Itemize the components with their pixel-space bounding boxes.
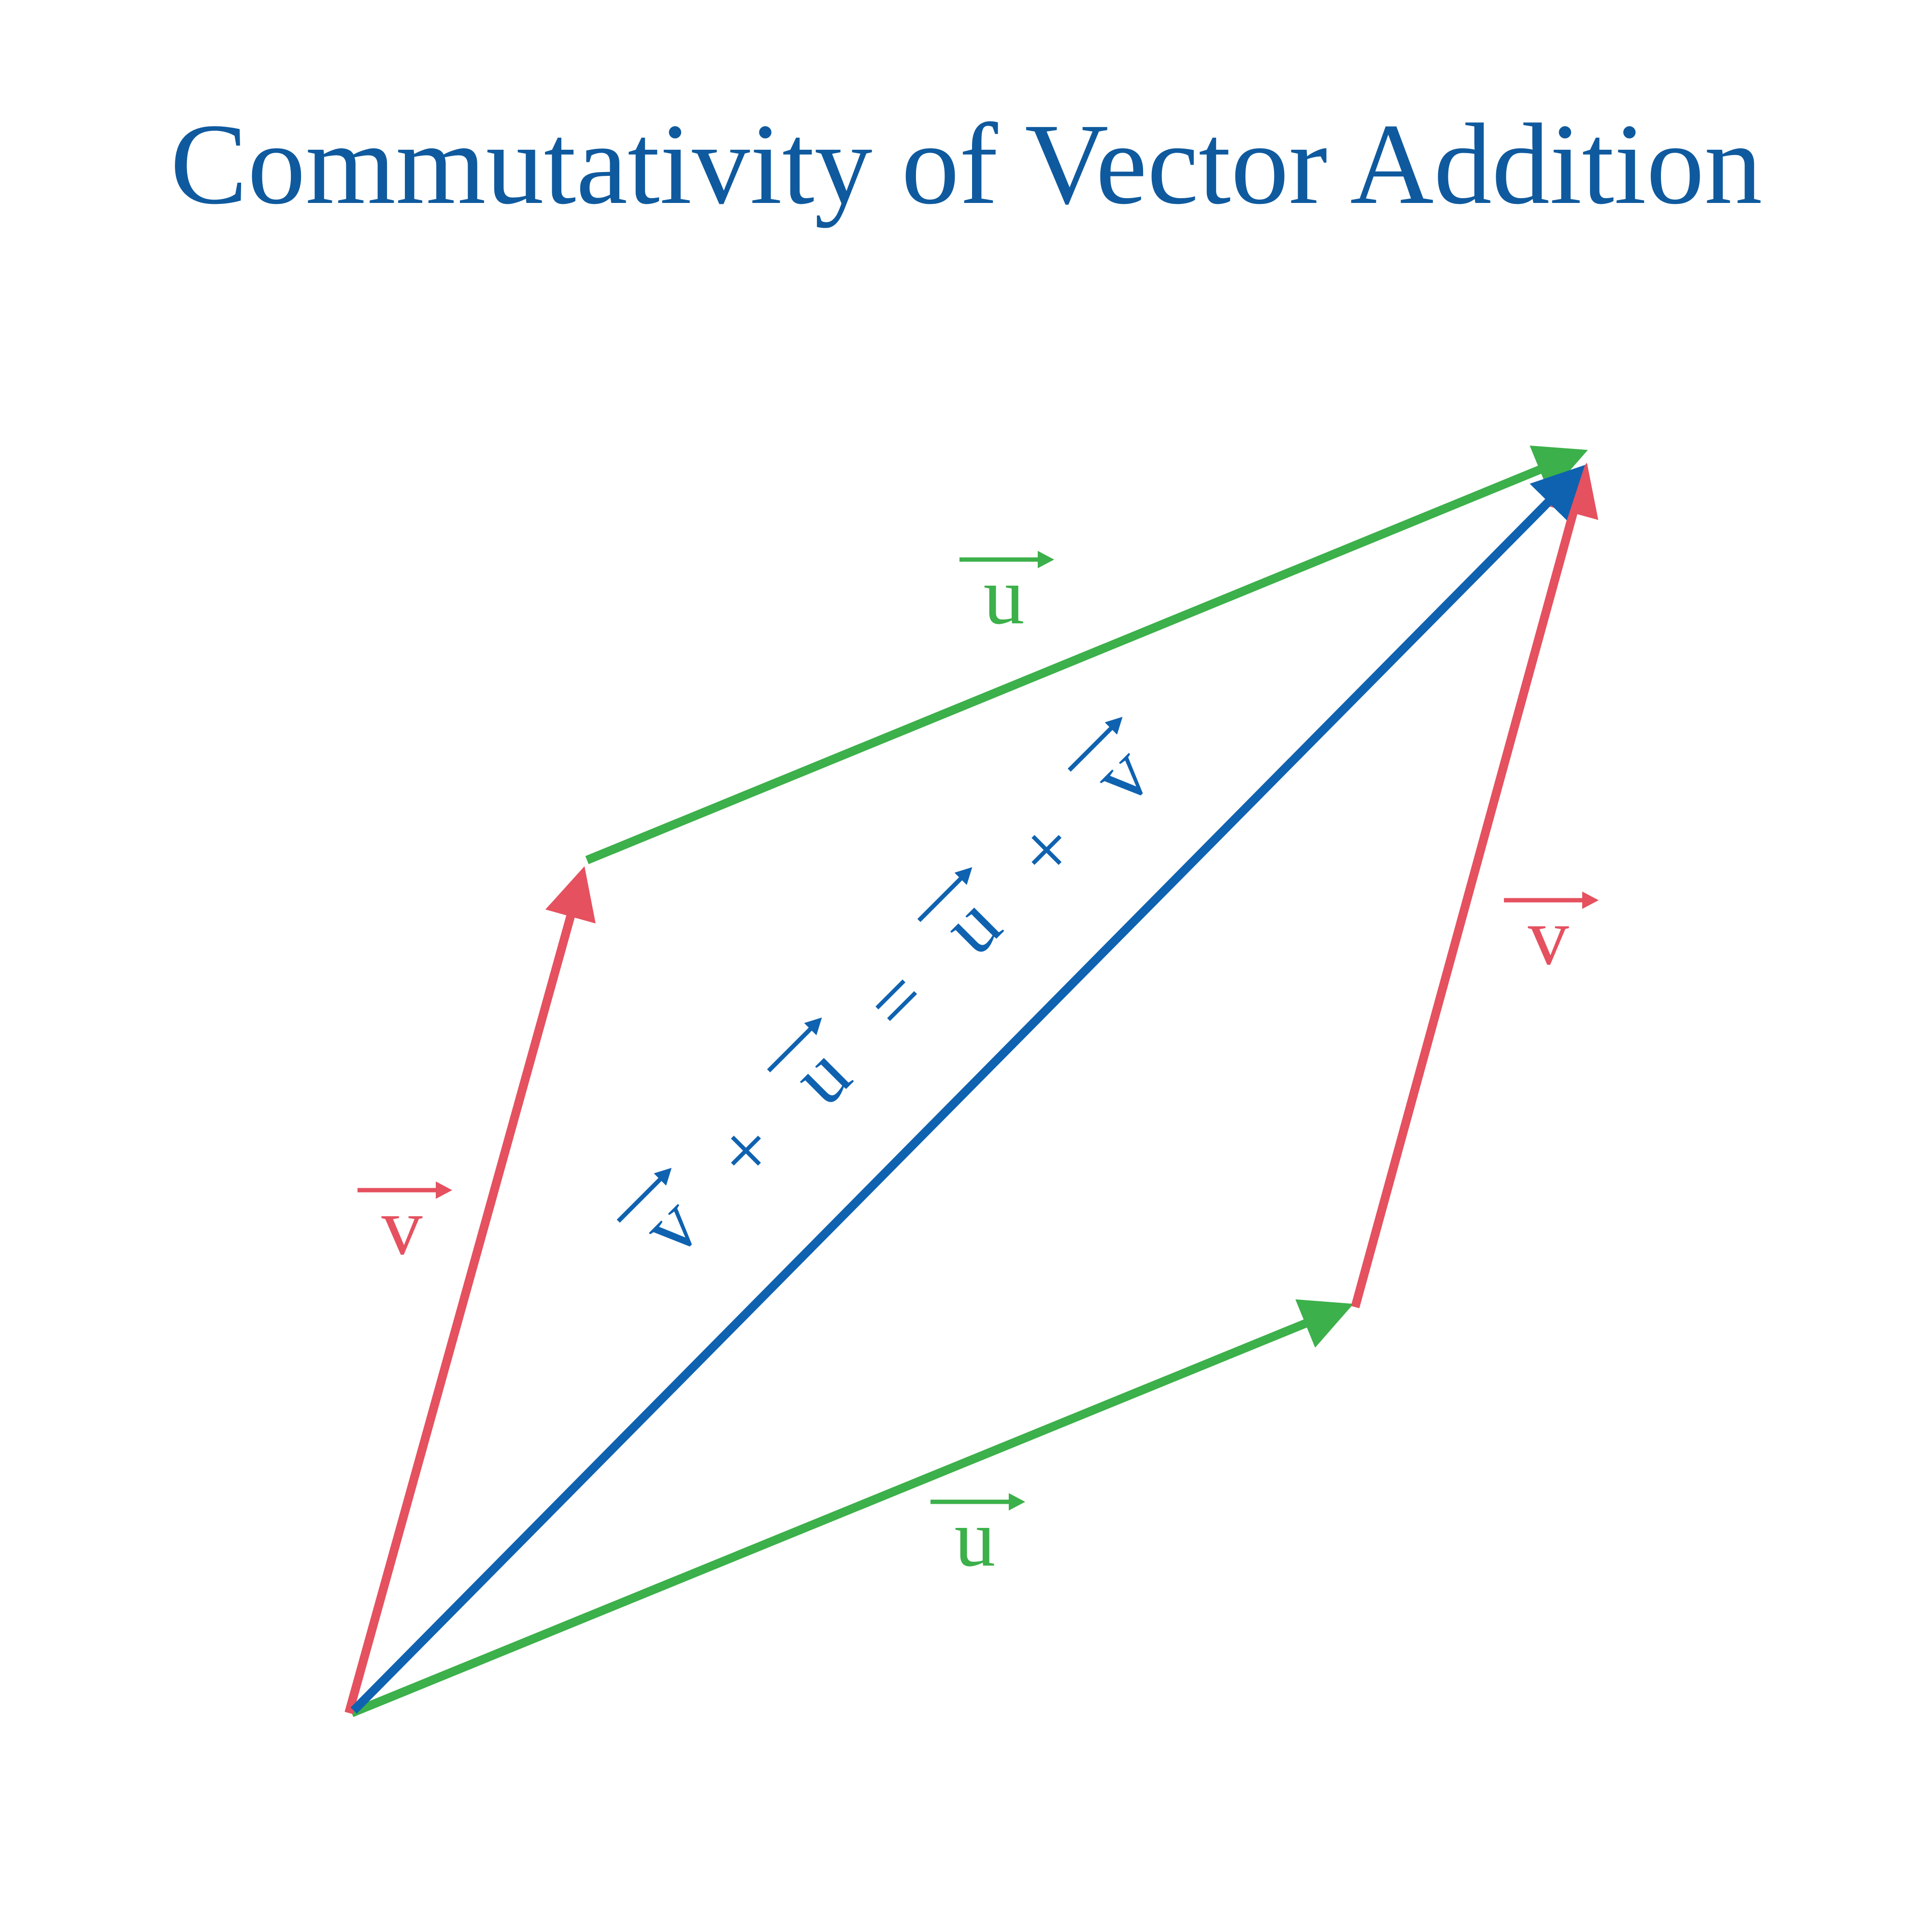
equation-plus: + (697, 1102, 794, 1199)
vector-arrow-shaft (616, 1174, 665, 1223)
diagram-title: Commutativity of Vector Addition (170, 100, 1762, 228)
vector-arrow-head (1104, 717, 1123, 735)
vector-u-top (585, 446, 1588, 864)
equation-plus: + (998, 801, 1095, 898)
svg-text:u: u (984, 550, 1025, 641)
commutativity-equation: v+u=u+v (616, 717, 1168, 1272)
vector-arrow-shaft (917, 874, 966, 922)
label-v-right: v (1504, 891, 1599, 982)
label-u-top: u (959, 550, 1054, 641)
vector-arrow-shaft (767, 1024, 816, 1073)
vector-v-right (1351, 462, 1599, 1309)
equation-term-u: u (767, 1017, 868, 1122)
equation-term-text: v (624, 1179, 717, 1272)
equation-term-text: u (925, 878, 1018, 972)
equation-term-u: u (917, 867, 1018, 972)
svg-text:v: v (1528, 891, 1569, 982)
svg-text:v: v (382, 1181, 423, 1272)
svg-text:u: u (955, 1493, 996, 1583)
equation-term-text: + (998, 801, 1095, 898)
vector-arrow-head (804, 1017, 822, 1036)
vector-arrow-head (654, 1167, 672, 1186)
equation-term-text: v (1075, 728, 1168, 821)
vector-arrow-shaft (1068, 723, 1116, 772)
label-u-bottom: u (930, 1493, 1025, 1583)
equation-term-v: v (616, 1167, 717, 1272)
equation-term-v: v (1068, 717, 1168, 821)
vector-arrow-head (954, 867, 973, 885)
equation-equals: = (847, 951, 945, 1049)
vector-u-bottom (350, 1299, 1354, 1717)
vector-v-left (344, 866, 596, 1714)
vector-sum-diagonal (350, 465, 1585, 1714)
equation-term-text: u (774, 1029, 868, 1122)
equation-term-text: + (697, 1102, 794, 1199)
label-v-left: v (358, 1181, 452, 1272)
equation-term-text: = (847, 951, 945, 1049)
